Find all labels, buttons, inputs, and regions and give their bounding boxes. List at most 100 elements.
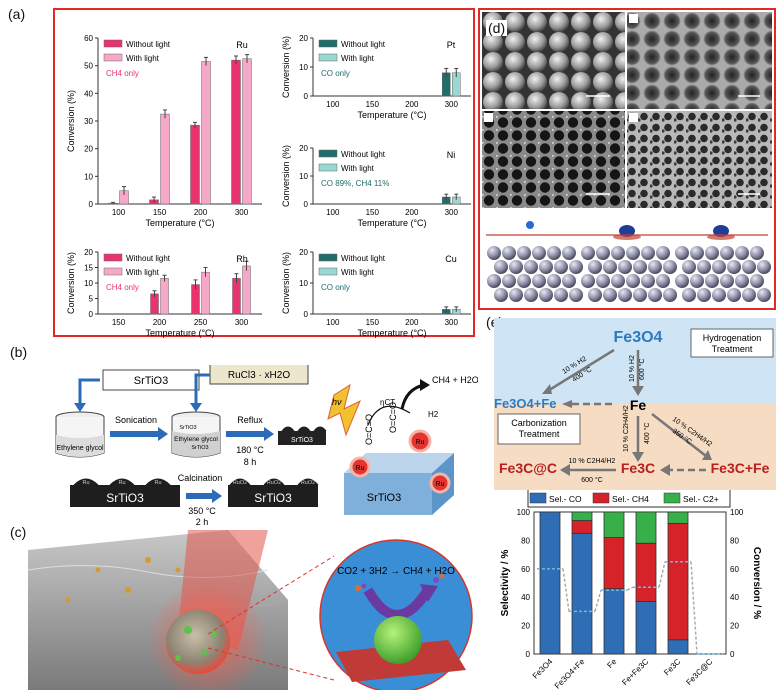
y2-tick-label: 40 (730, 593, 739, 602)
y-tick-label: 10 (299, 172, 308, 181)
bar-with-300 (242, 58, 252, 205)
sem-image-4 (627, 111, 772, 208)
y-axis-label: Conversion (%) (66, 90, 76, 152)
legend-label: Sel.- C2+ (683, 494, 719, 504)
selectivity-note: CO 89%, CH4 11% (321, 179, 389, 188)
y-tick-label: 40 (84, 89, 93, 98)
y-tick-label: 15 (84, 264, 93, 273)
legend-label-without: Without light (341, 254, 386, 263)
sonication-label: Sonication (115, 415, 157, 425)
selectivity-note: CH4 only (106, 69, 139, 78)
svg-text:RuO2: RuO2 (233, 480, 247, 486)
sem-image-2 (627, 12, 772, 109)
fe-plot-frame (533, 511, 727, 655)
panel-a-frame (53, 8, 475, 337)
y-tick-label: 10 (299, 279, 308, 288)
y-tick-label: 0 (89, 200, 94, 209)
legend-swatch-with (318, 267, 338, 276)
legend-swatch-without (318, 149, 338, 158)
y-axis-label: Selectivity / % (500, 550, 511, 617)
calcination-label: Calcination (178, 473, 223, 483)
metal-label: Pt (447, 40, 456, 50)
y2-axis-label: Conversion / % (751, 547, 762, 619)
fe3c-c-node: Fe3C@C (499, 460, 557, 476)
selectivity-note: CH4 only (106, 283, 139, 292)
legend-label-with: With light (126, 54, 160, 63)
legend-label: Sel.- CO (549, 494, 582, 504)
bar-with-300 (242, 265, 251, 315)
y-tick-label: 50 (84, 62, 93, 71)
bar-without-300 (231, 59, 241, 205)
svg-text:600 °C: 600 °C (638, 359, 646, 380)
svg-text:RuO2: RuO2 (301, 480, 315, 486)
legend-label-with: With light (341, 268, 375, 277)
slab-model-3 (674, 225, 771, 302)
y-axis-label: Conversion (%) (66, 252, 76, 314)
legend-label-with: With light (341, 164, 375, 173)
panel-label-b: (b) (10, 344, 28, 360)
bar-without-300 (232, 278, 241, 315)
svg-text:SrTiO3: SrTiO3 (179, 425, 196, 431)
legend-swatch-without (103, 39, 123, 48)
srtio3-box: SrTiO3 (134, 375, 168, 387)
y2-tick-label: 80 (730, 536, 739, 545)
bar-with-200 (201, 61, 211, 205)
svg-text:Ru: Ru (436, 481, 445, 488)
svg-text:SrTiO3: SrTiO3 (191, 445, 208, 451)
svg-text:H2: H2 (428, 410, 439, 419)
panel-label-d: (d) (486, 20, 508, 36)
metal-label: Cu (445, 254, 457, 264)
svg-text:400 °C: 400 °C (643, 423, 651, 444)
legend-swatch-without (318, 253, 338, 262)
panel-d-frame (478, 8, 776, 310)
conversion-link (626, 586, 634, 591)
legend-swatch-with (318, 163, 338, 172)
reflux-label: Reflux (237, 415, 263, 425)
scheme-c: CO2 + 3H2 → CH4 + H2O (28, 530, 473, 690)
x-tick-label: 300 (445, 208, 459, 217)
svg-text:8 h: 8 h (244, 457, 257, 467)
legend-label-without: Without light (341, 40, 386, 49)
sem-images (482, 12, 772, 306)
scheme-b: SrTiO3 RuCl3 · xH2O Ethylene glycol Soni… (55, 365, 478, 525)
legend-label-with: With light (126, 268, 160, 277)
legend-swatch-without (103, 253, 123, 262)
svg-text:10 % C2H4/H2: 10 % C2H4/H2 (569, 458, 616, 465)
svg-text:Ru: Ru (356, 465, 365, 472)
svg-text:10 % C2H4/H2: 10 % C2H4/H2 (623, 405, 630, 452)
bar-with-250 (201, 271, 210, 315)
y-tick-label: 20 (299, 248, 308, 257)
fe3c-fe-node: Fe3C+Fe (711, 460, 770, 476)
svg-text:SrTiO3: SrTiO3 (106, 491, 144, 505)
bar-2-Fe (603, 511, 625, 538)
x-tick-label: 200 (405, 318, 419, 327)
svg-text:600 °C: 600 °C (581, 476, 602, 484)
metal-label: Rh (236, 254, 248, 264)
y-tick-label: 100 (517, 508, 531, 517)
y-axis-label: Conversion (%) (281, 252, 291, 314)
x-tick-label: 300 (445, 100, 459, 109)
legend-swatch (592, 492, 610, 504)
svg-text:Ethylene glycol: Ethylene glycol (174, 436, 218, 443)
y-axis-label: Conversion (%) (281, 145, 291, 207)
y-tick-label: 20 (299, 144, 308, 153)
x-tick-label: 200 (153, 318, 167, 327)
svg-text:ηCT: ηCT (380, 398, 395, 407)
y-axis-label: Conversion (%) (281, 36, 291, 98)
bar-0-Fe3O4 (539, 511, 561, 655)
y-tick-label: 0 (304, 310, 309, 319)
svg-text:2 h: 2 h (196, 517, 209, 525)
y-tick-label: 5 (89, 295, 94, 304)
y-tick-label: 20 (521, 622, 530, 631)
legend-label-without: Without light (126, 40, 171, 49)
x-tick-label: 250 (194, 318, 208, 327)
x-tick-label: 100 (326, 100, 340, 109)
y-tick-label: 0 (89, 310, 94, 319)
y-tick-label: 60 (521, 565, 530, 574)
svg-text:10 % H2: 10 % H2 (629, 355, 636, 382)
